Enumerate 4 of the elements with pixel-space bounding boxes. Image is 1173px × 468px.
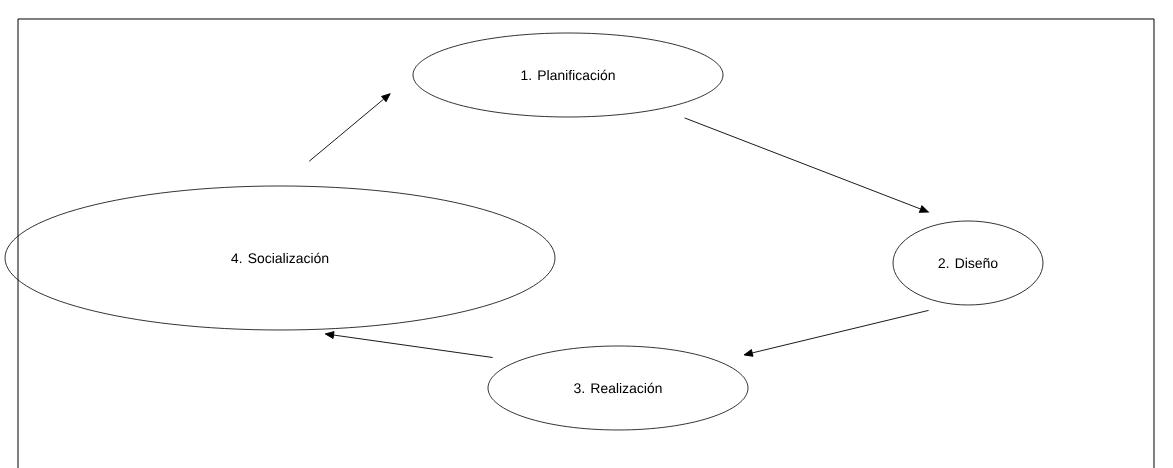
arrow [324,331,494,358]
arrow [684,117,929,213]
arrow [743,309,930,357]
arrow [308,93,391,162]
